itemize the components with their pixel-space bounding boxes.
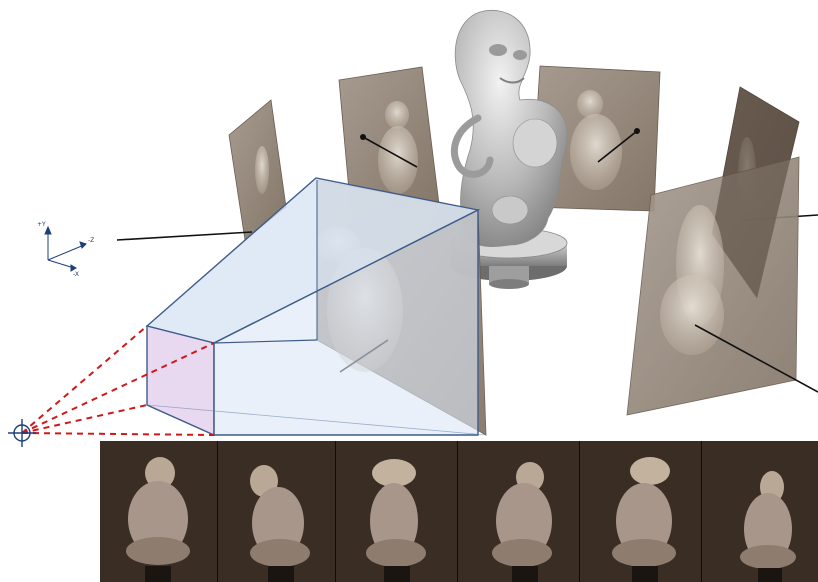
axis-label-z: -Z [88,238,94,244]
photo-view-2 [218,441,336,582]
axis-label-y: +Y [37,222,46,228]
photo-strip [100,441,818,582]
photo-view-3 [336,441,458,582]
camera-center-icon [8,419,36,447]
axis-leader-line [117,232,252,240]
axis-gizmo-icon [45,227,86,271]
photo-view-5 [580,441,702,582]
photo-view-1 [100,441,218,582]
photo-view-6 [702,441,818,582]
photo-view-4 [458,441,580,582]
axis-label-x: -X [73,272,79,278]
camera-frustum [147,178,486,435]
